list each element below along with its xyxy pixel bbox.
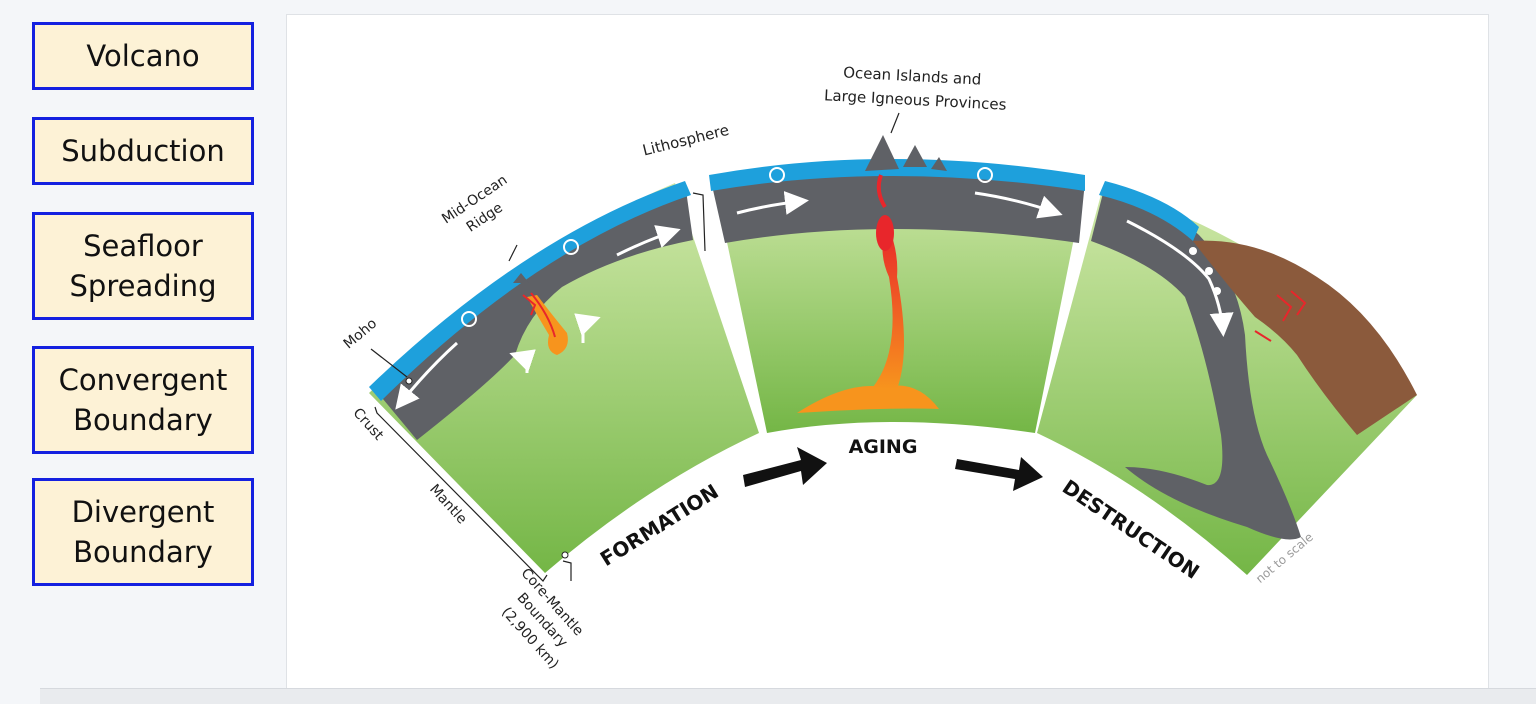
term-card-seafloor-spreading[interactable]: Seafloor Spreading (32, 212, 254, 320)
term-card-divergent-boundary[interactable]: Divergent Boundary (32, 478, 254, 586)
ocean-island-peak-tiny (931, 157, 947, 171)
subducting-slab (1091, 185, 1301, 540)
plume-head (876, 215, 894, 251)
rotation-icon (769, 167, 785, 183)
mantle-plume (873, 223, 904, 389)
plate-tectonics-diagram: Ocean Islands and Large Igneous Province… (341, 63, 1417, 672)
continental-plate (1193, 240, 1417, 435)
flow-arrow-left-bottom (395, 341, 459, 410)
bottom-scrollbar[interactable] (40, 688, 1536, 704)
label-lithosphere: Lithosphere (641, 121, 731, 160)
arc-magma (1254, 290, 1307, 342)
diagram-panel: Ocean Islands and Large Igneous Province… (286, 14, 1489, 694)
moho-marker (405, 377, 413, 385)
ridge-left (513, 273, 529, 283)
term-label-line-2: Boundary (73, 403, 213, 437)
destruction-segment (1037, 181, 1417, 575)
ocean-left (369, 181, 691, 401)
flow-arrow-middle-right (974, 191, 1063, 219)
mantle-left (369, 183, 759, 573)
large-igneous-pool (797, 385, 939, 413)
ridge-magma (522, 292, 568, 355)
lithosphere-middle (711, 165, 1085, 243)
term-label-line-2: Boundary (73, 535, 213, 569)
stage-arrow-aging-to-destruction (955, 457, 1043, 491)
term-label-line-1: Divergent (71, 495, 215, 529)
ocean-island-peak (865, 135, 899, 171)
term-label: Subduction (61, 134, 225, 168)
subduction-arrow (1126, 219, 1234, 337)
leader-lines (370, 112, 900, 582)
term-label: Volcano (86, 39, 200, 73)
core-mantle-marker (561, 551, 569, 559)
term-label-line-2: Spreading (69, 269, 217, 303)
rotation-icon (977, 167, 993, 183)
flow-arrow-left-top (616, 225, 681, 257)
ocean-island-peak-small (903, 145, 927, 167)
flow-arrow-middle-left (736, 191, 809, 215)
label-moho: Moho (341, 316, 380, 353)
term-label-line-1: Seafloor (83, 229, 203, 263)
aging-segment (709, 135, 1085, 433)
plume-conduit (876, 174, 887, 209)
upwell-arrow-left (509, 349, 536, 373)
label-aging: AGING (849, 436, 918, 458)
ocean-middle (709, 159, 1085, 191)
label-crust: Crust (350, 405, 387, 444)
ocean-right (1099, 181, 1199, 241)
term-sidebar: Volcano Subduction Seafloor Spreading Co… (0, 0, 280, 703)
formation-segment (369, 181, 759, 573)
term-card-volcano[interactable]: Volcano (32, 22, 254, 90)
label-ocean-islands-line-2: Large Igneous Provinces (824, 86, 1007, 114)
upwell-arrow-right (574, 313, 601, 343)
rotation-icon (563, 239, 579, 255)
term-card-convergent-boundary[interactable]: Convergent Boundary (32, 346, 254, 454)
stage-arrow-formation-to-aging (743, 447, 827, 487)
term-label-line-1: Convergent (58, 363, 228, 397)
label-ocean-islands-line-1: Ocean Islands and (843, 63, 982, 88)
earthquake-stars (1189, 247, 1221, 295)
rotation-icon (461, 311, 477, 327)
term-card-subduction[interactable]: Subduction (32, 117, 254, 185)
